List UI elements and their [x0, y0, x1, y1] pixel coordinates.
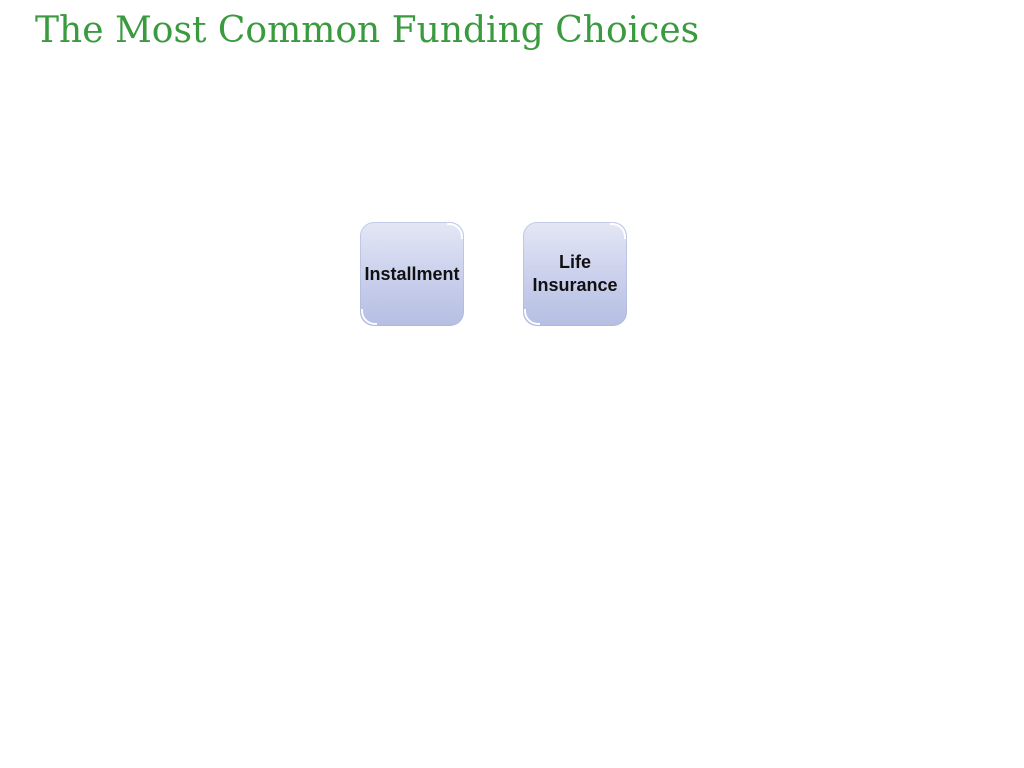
- tile-highlight: [524, 309, 540, 325]
- tile-label: Installment: [364, 263, 460, 284]
- installment-tile: Installment: [360, 222, 464, 326]
- tile-highlight: [361, 309, 377, 325]
- slide-title: The Most Common Funding Choices: [35, 10, 700, 51]
- life-insurance-tile: Life Insurance: [523, 222, 627, 326]
- tile-label: Life Insurance: [532, 252, 618, 295]
- tile-highlight: [610, 223, 626, 239]
- tile-highlight: [447, 223, 463, 239]
